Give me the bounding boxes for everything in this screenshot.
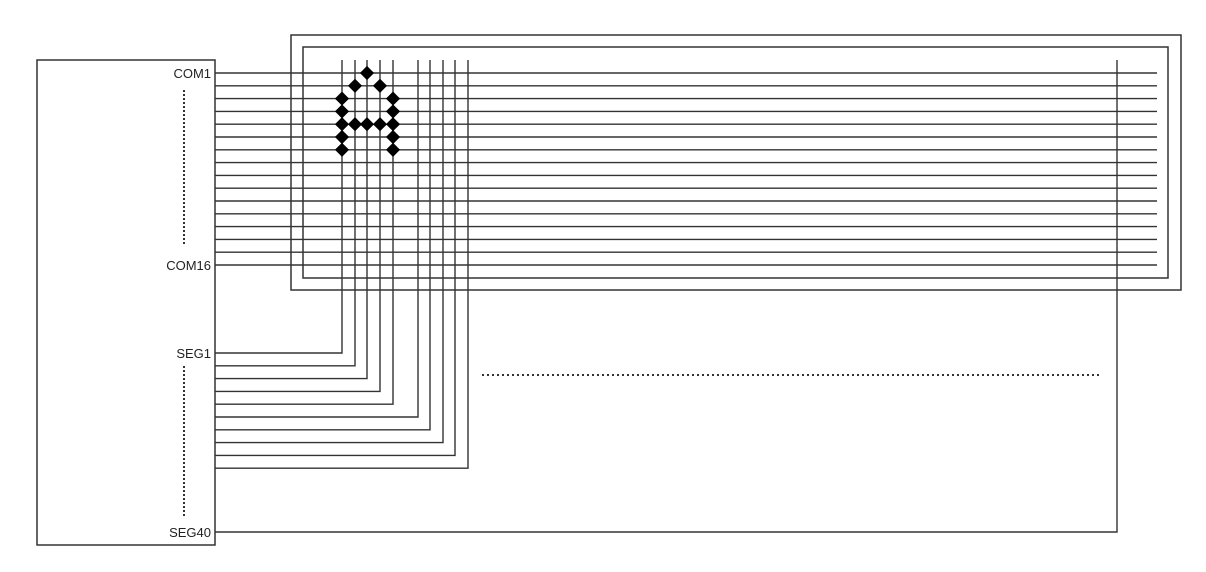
seg-line xyxy=(215,60,469,469)
seg-line xyxy=(215,60,381,393)
lit-pixel-dot xyxy=(385,104,401,119)
lit-pixel-dot xyxy=(347,117,363,132)
seg-line xyxy=(215,60,456,457)
lit-pixel-dot xyxy=(359,117,375,132)
lit-pixel-dot xyxy=(359,65,375,81)
seg-line xyxy=(215,60,343,354)
seg-line xyxy=(215,60,419,418)
lit-pixel-dot xyxy=(334,104,350,119)
lit-pixel-dot xyxy=(385,91,401,106)
lit-pixel-dot xyxy=(385,142,401,157)
seg-line xyxy=(215,60,394,405)
seg-line-last xyxy=(215,60,1118,533)
lit-pixel-dot xyxy=(385,129,401,145)
lit-pixel-dot xyxy=(385,117,401,132)
lit-pixel-dot xyxy=(334,117,350,132)
label-com16: COM16 xyxy=(166,258,211,273)
com-lines xyxy=(215,72,1157,266)
seg-lines xyxy=(215,60,1118,533)
lit-pixel-dot xyxy=(334,91,350,106)
seg-line xyxy=(215,60,356,367)
label-seg40: SEG40 xyxy=(169,525,211,540)
lit-pixel-dot xyxy=(334,129,350,145)
label-com1: COM1 xyxy=(173,66,211,81)
seg-line xyxy=(215,60,431,431)
lit-pixel-dot xyxy=(372,117,388,132)
seg-line xyxy=(215,60,444,444)
driver-ic-box xyxy=(36,59,216,546)
seg-line xyxy=(215,60,368,380)
character-dots xyxy=(334,65,401,157)
lit-pixel-dot xyxy=(372,78,388,93)
lit-pixel-dot xyxy=(334,142,350,157)
lit-pixel-dot xyxy=(347,78,363,93)
label-seg1: SEG1 xyxy=(176,346,211,361)
